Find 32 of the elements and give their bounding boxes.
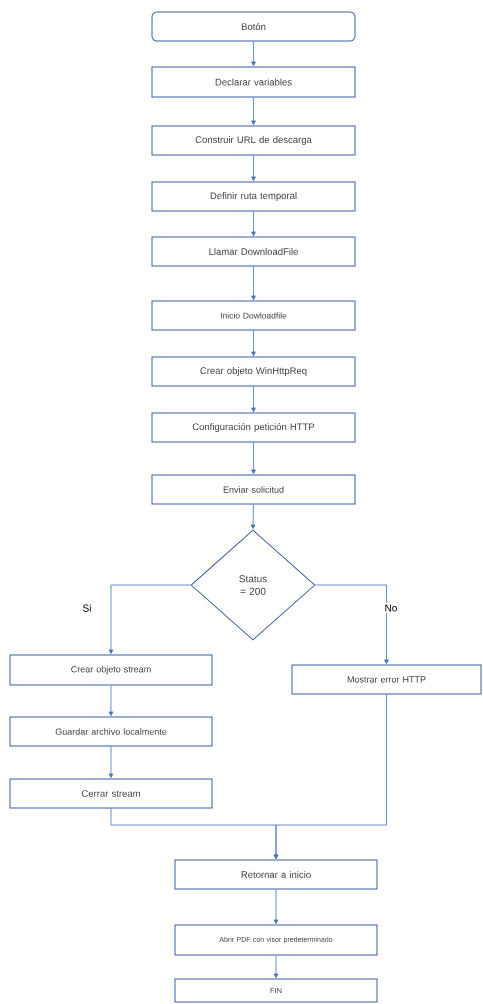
arrow	[251, 211, 256, 236]
process-box: Retornar a inicio	[174, 859, 378, 890]
arrow	[108, 685, 114, 716]
process-box: Declarar variables	[151, 66, 356, 98]
process-box: Inicio Dowloadfile	[151, 300, 356, 331]
arrow	[273, 694, 387, 859]
process-box: Cerrar stream	[9, 778, 213, 809]
process-box: Llamar DownloadFile	[151, 236, 356, 267]
arrow	[251, 442, 256, 474]
arrow	[273, 889, 279, 924]
process-box: Mostrar error HTTP	[291, 664, 482, 695]
arrow	[251, 330, 256, 356]
process-box: Construir URL de descarga	[151, 125, 356, 156]
process-box: Definir ruta temporal	[151, 181, 356, 212]
edge-label: Si	[81, 602, 93, 614]
arrow	[108, 746, 114, 778]
arrow	[315, 584, 389, 664]
start-box: Botón	[151, 11, 356, 42]
arrow	[108, 584, 191, 654]
arrow	[251, 266, 256, 300]
arrow	[250, 504, 256, 529]
arrow	[251, 41, 256, 66]
arrow	[251, 386, 256, 412]
process-box: Crear objeto stream	[9, 654, 213, 686]
edge-label: No	[383, 603, 399, 613]
arrow	[251, 97, 256, 125]
process-box: Enviar solicitud	[151, 474, 356, 505]
arrow	[273, 955, 279, 978]
process-box: Guardar archivo localmente	[9, 716, 213, 747]
process-box: Crear objeto WinHttpReq	[151, 356, 356, 387]
arrow	[251, 155, 256, 181]
process-box: Configuración petición HTTP	[151, 412, 356, 443]
